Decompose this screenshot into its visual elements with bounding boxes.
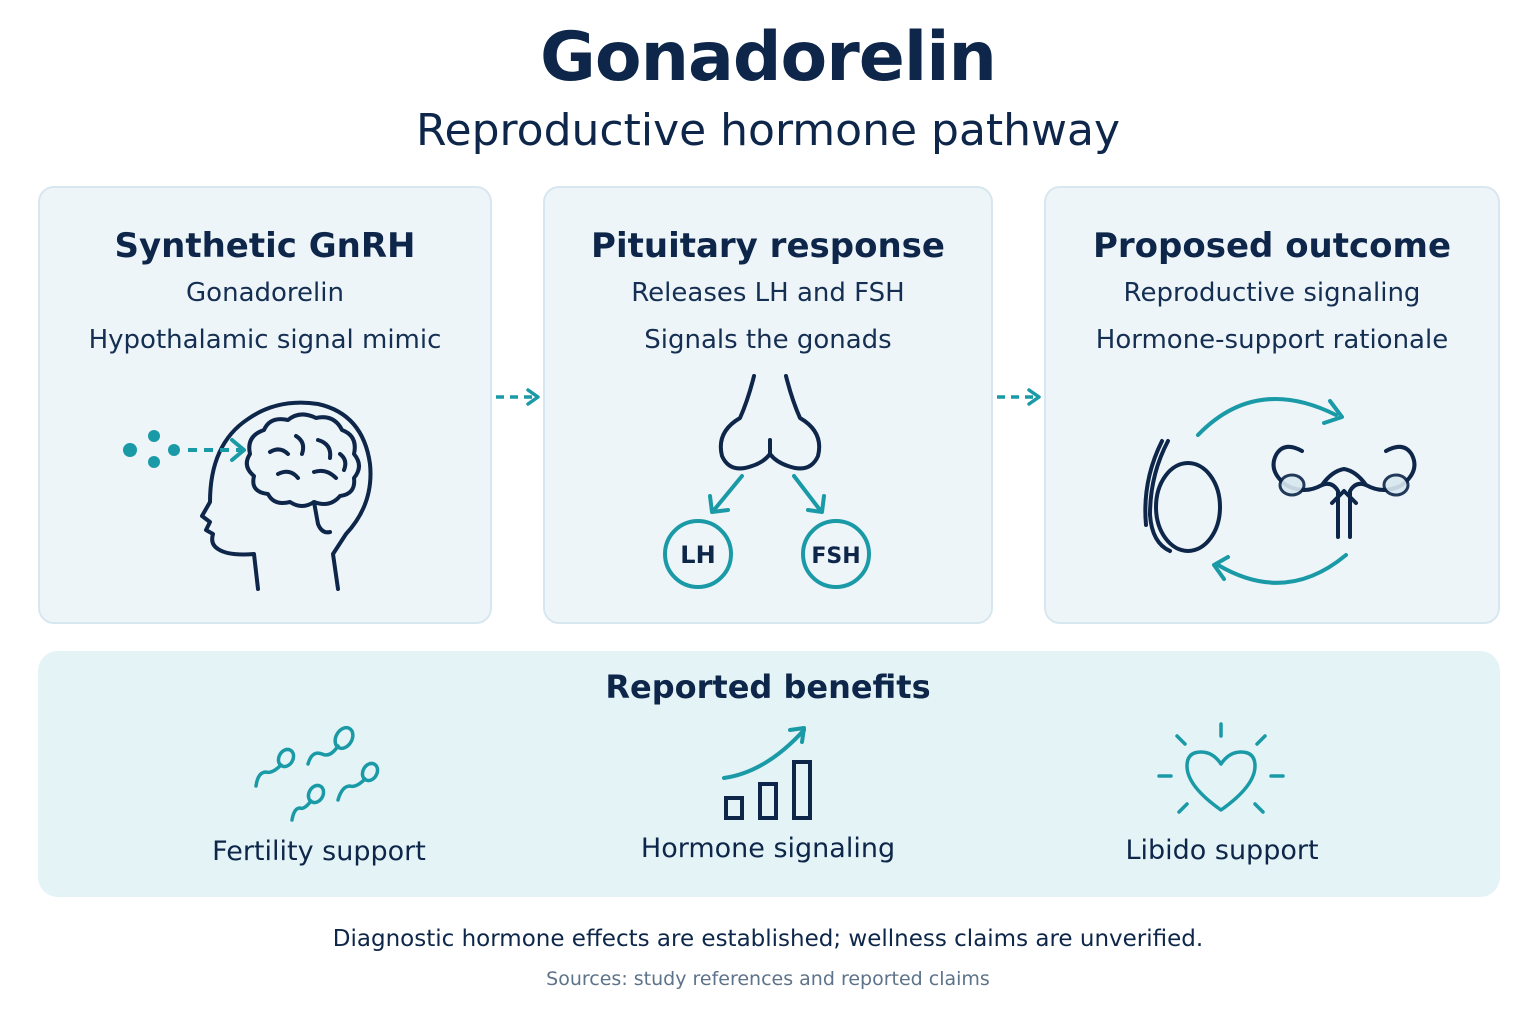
benefit-label-fertility: Fertility support [212,836,426,867]
benefit-label-hormone: Hormone signaling [640,833,896,864]
brain-head-icon [123,400,373,591]
step-card-proposed-outcome: Proposed outcome Reproductive signaling … [1044,186,1500,624]
dashed-arrow-icon [496,388,540,406]
heart-icon [1157,722,1285,814]
step-line-1: Gonadorelin [186,278,344,308]
pituitary-gland-icon: LH FSH [663,374,871,589]
step-title: Proposed outcome [1092,226,1452,266]
benefit-label-libido: Libido support [1125,835,1319,866]
lh-badge: LH [680,541,715,569]
dashed-arrow-icon [997,388,1041,406]
gonads-cycle-icon [1143,397,1417,585]
step-line-1: Reproductive signaling [1123,278,1421,308]
page-title: Gonadorelin [540,18,997,97]
step-line-1: Releases LH and FSH [631,278,905,308]
step-line-2: Hypothalamic signal mimic [88,325,442,355]
step-title: Pituitary response [591,226,945,266]
step-card-synthetic-gnrh: Synthetic GnRH Gonadorelin Hypothalamic … [38,186,492,624]
step-card-pituitary-response: Pituitary response Releases LH and FSH S… [543,186,993,624]
sources-text: Sources: study references and reported c… [546,968,990,990]
disclaimer-text: Diagnostic hormone effects are establish… [332,926,1204,952]
benefits-title: Reported benefits [605,668,931,706]
step-line-2: Signals the gonads [644,325,892,355]
page-subtitle: Reproductive hormone pathway [415,105,1121,156]
step-line-2: Hormone-support rationale [1095,325,1449,355]
step-title: Synthetic GnRH [114,226,416,266]
sperm-icon [254,725,380,822]
benefits-panel [38,651,1500,897]
fsh-badge: FSH [811,544,860,569]
growth-chart-icon [722,726,812,820]
